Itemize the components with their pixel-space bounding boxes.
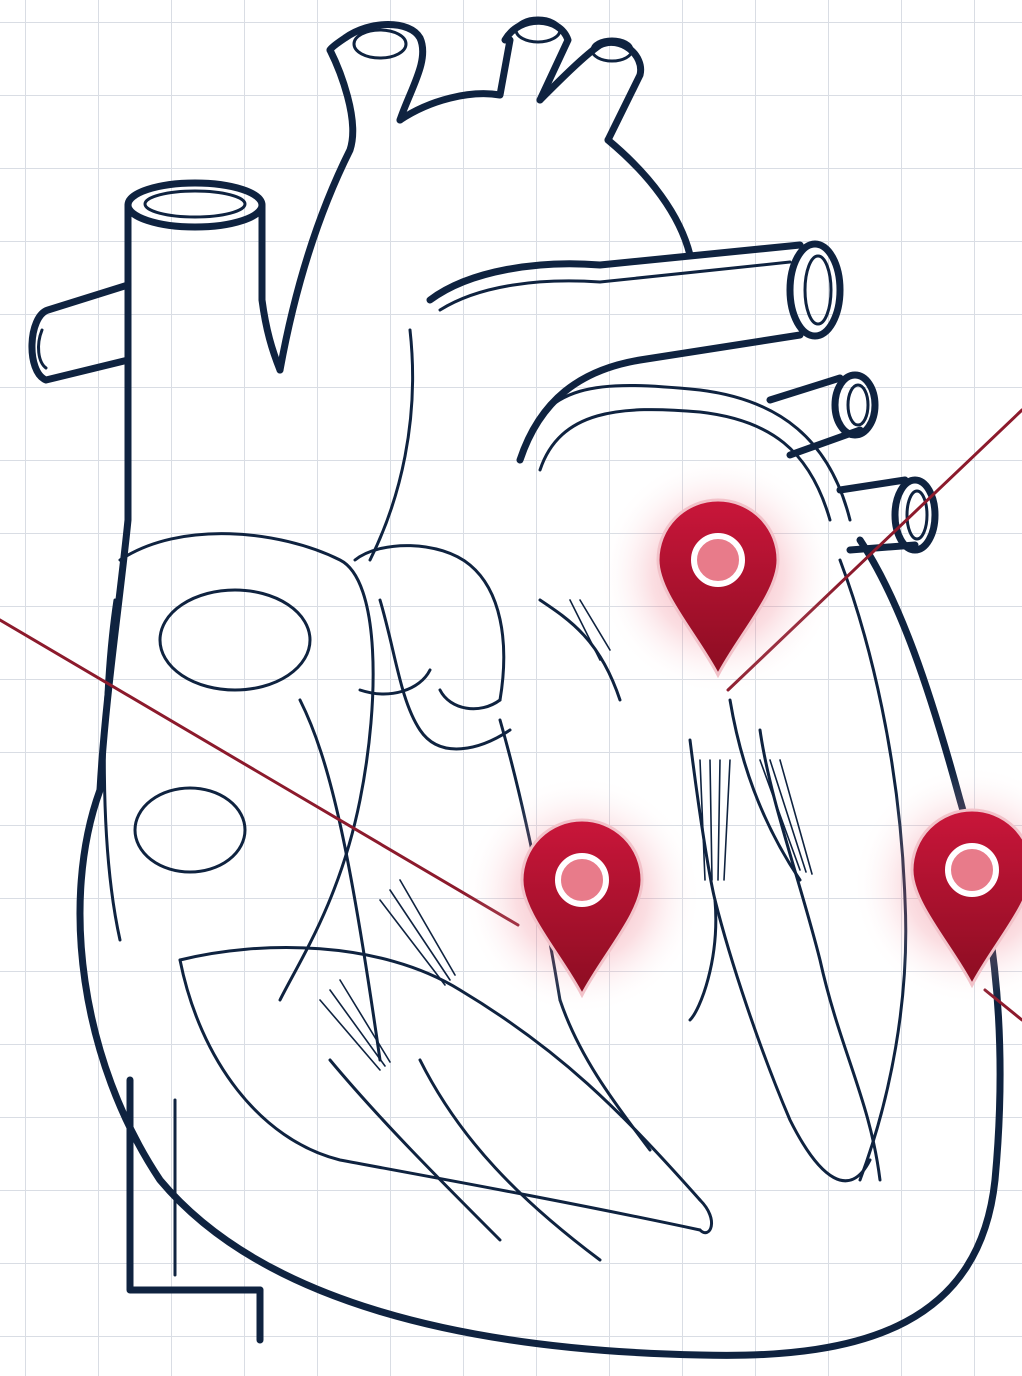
- marker-center-ring: [948, 846, 996, 894]
- location-marker-middle[interactable]: [462, 775, 702, 1015]
- marker-center-ring: [694, 536, 742, 584]
- marker-center-ring: [558, 856, 606, 904]
- location-marker-upper[interactable]: [598, 455, 838, 695]
